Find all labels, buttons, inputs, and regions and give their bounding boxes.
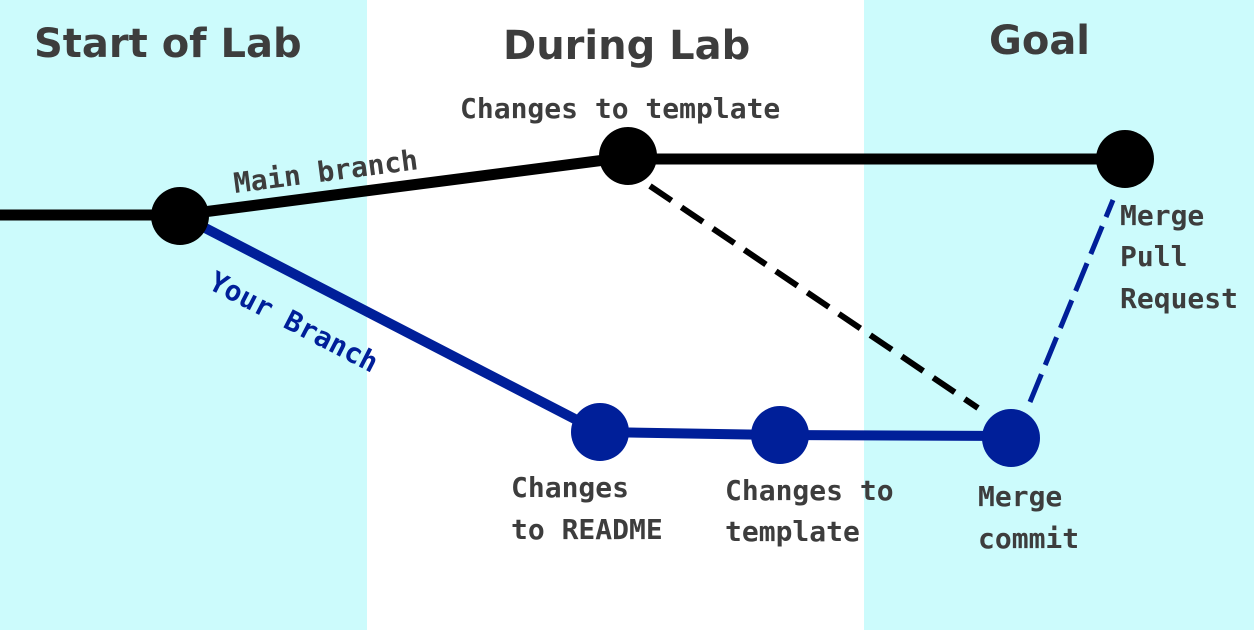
branch-template-commit-label-line1: Changes to: [725, 474, 894, 507]
your-branch-line-segment: [599, 427, 781, 440]
merge-commit-label-line2: commit: [978, 522, 1079, 555]
start-of-lab-panel: [0, 0, 367, 630]
branch-template-commit: [751, 406, 809, 464]
your-branch-line-segment: [779, 430, 1012, 441]
merge-commit-label-line1: Merge: [978, 480, 1062, 513]
readme-commit: [571, 403, 629, 461]
during-lab-panel: [367, 0, 864, 630]
main-branch-line-segment: [179, 151, 629, 221]
branch-point-commit: [151, 187, 209, 245]
goal-panel: [864, 0, 1254, 630]
readme-commit-label-line1: Changes: [511, 471, 629, 504]
your-branch-line-segment: [177, 210, 603, 437]
merge-pull-request-dashed-line: [1027, 199, 1116, 403]
your-branch-label: Your Branch: [204, 265, 384, 379]
during-lab-heading: During Lab: [503, 23, 751, 69]
goal-heading: Goal: [989, 18, 1091, 64]
merge-main-into-branch-dashed-line: [648, 183, 980, 411]
branch-template-commit-label-line2: template: [725, 515, 860, 548]
merge-commit: [982, 409, 1040, 467]
merge-pr-label-line2: Pull: [1120, 240, 1187, 273]
main-template-commit-label: Changes to template: [460, 92, 780, 125]
merge-pr-label-line3: Request: [1120, 282, 1238, 315]
merge-pr-label-line1: Merge: [1120, 199, 1204, 232]
main-merged-commit: [1096, 130, 1154, 188]
readme-commit-label-line2: to README: [511, 513, 663, 546]
main-template-commit: [599, 127, 657, 185]
start-of-lab-heading: Start of Lab: [34, 21, 302, 67]
